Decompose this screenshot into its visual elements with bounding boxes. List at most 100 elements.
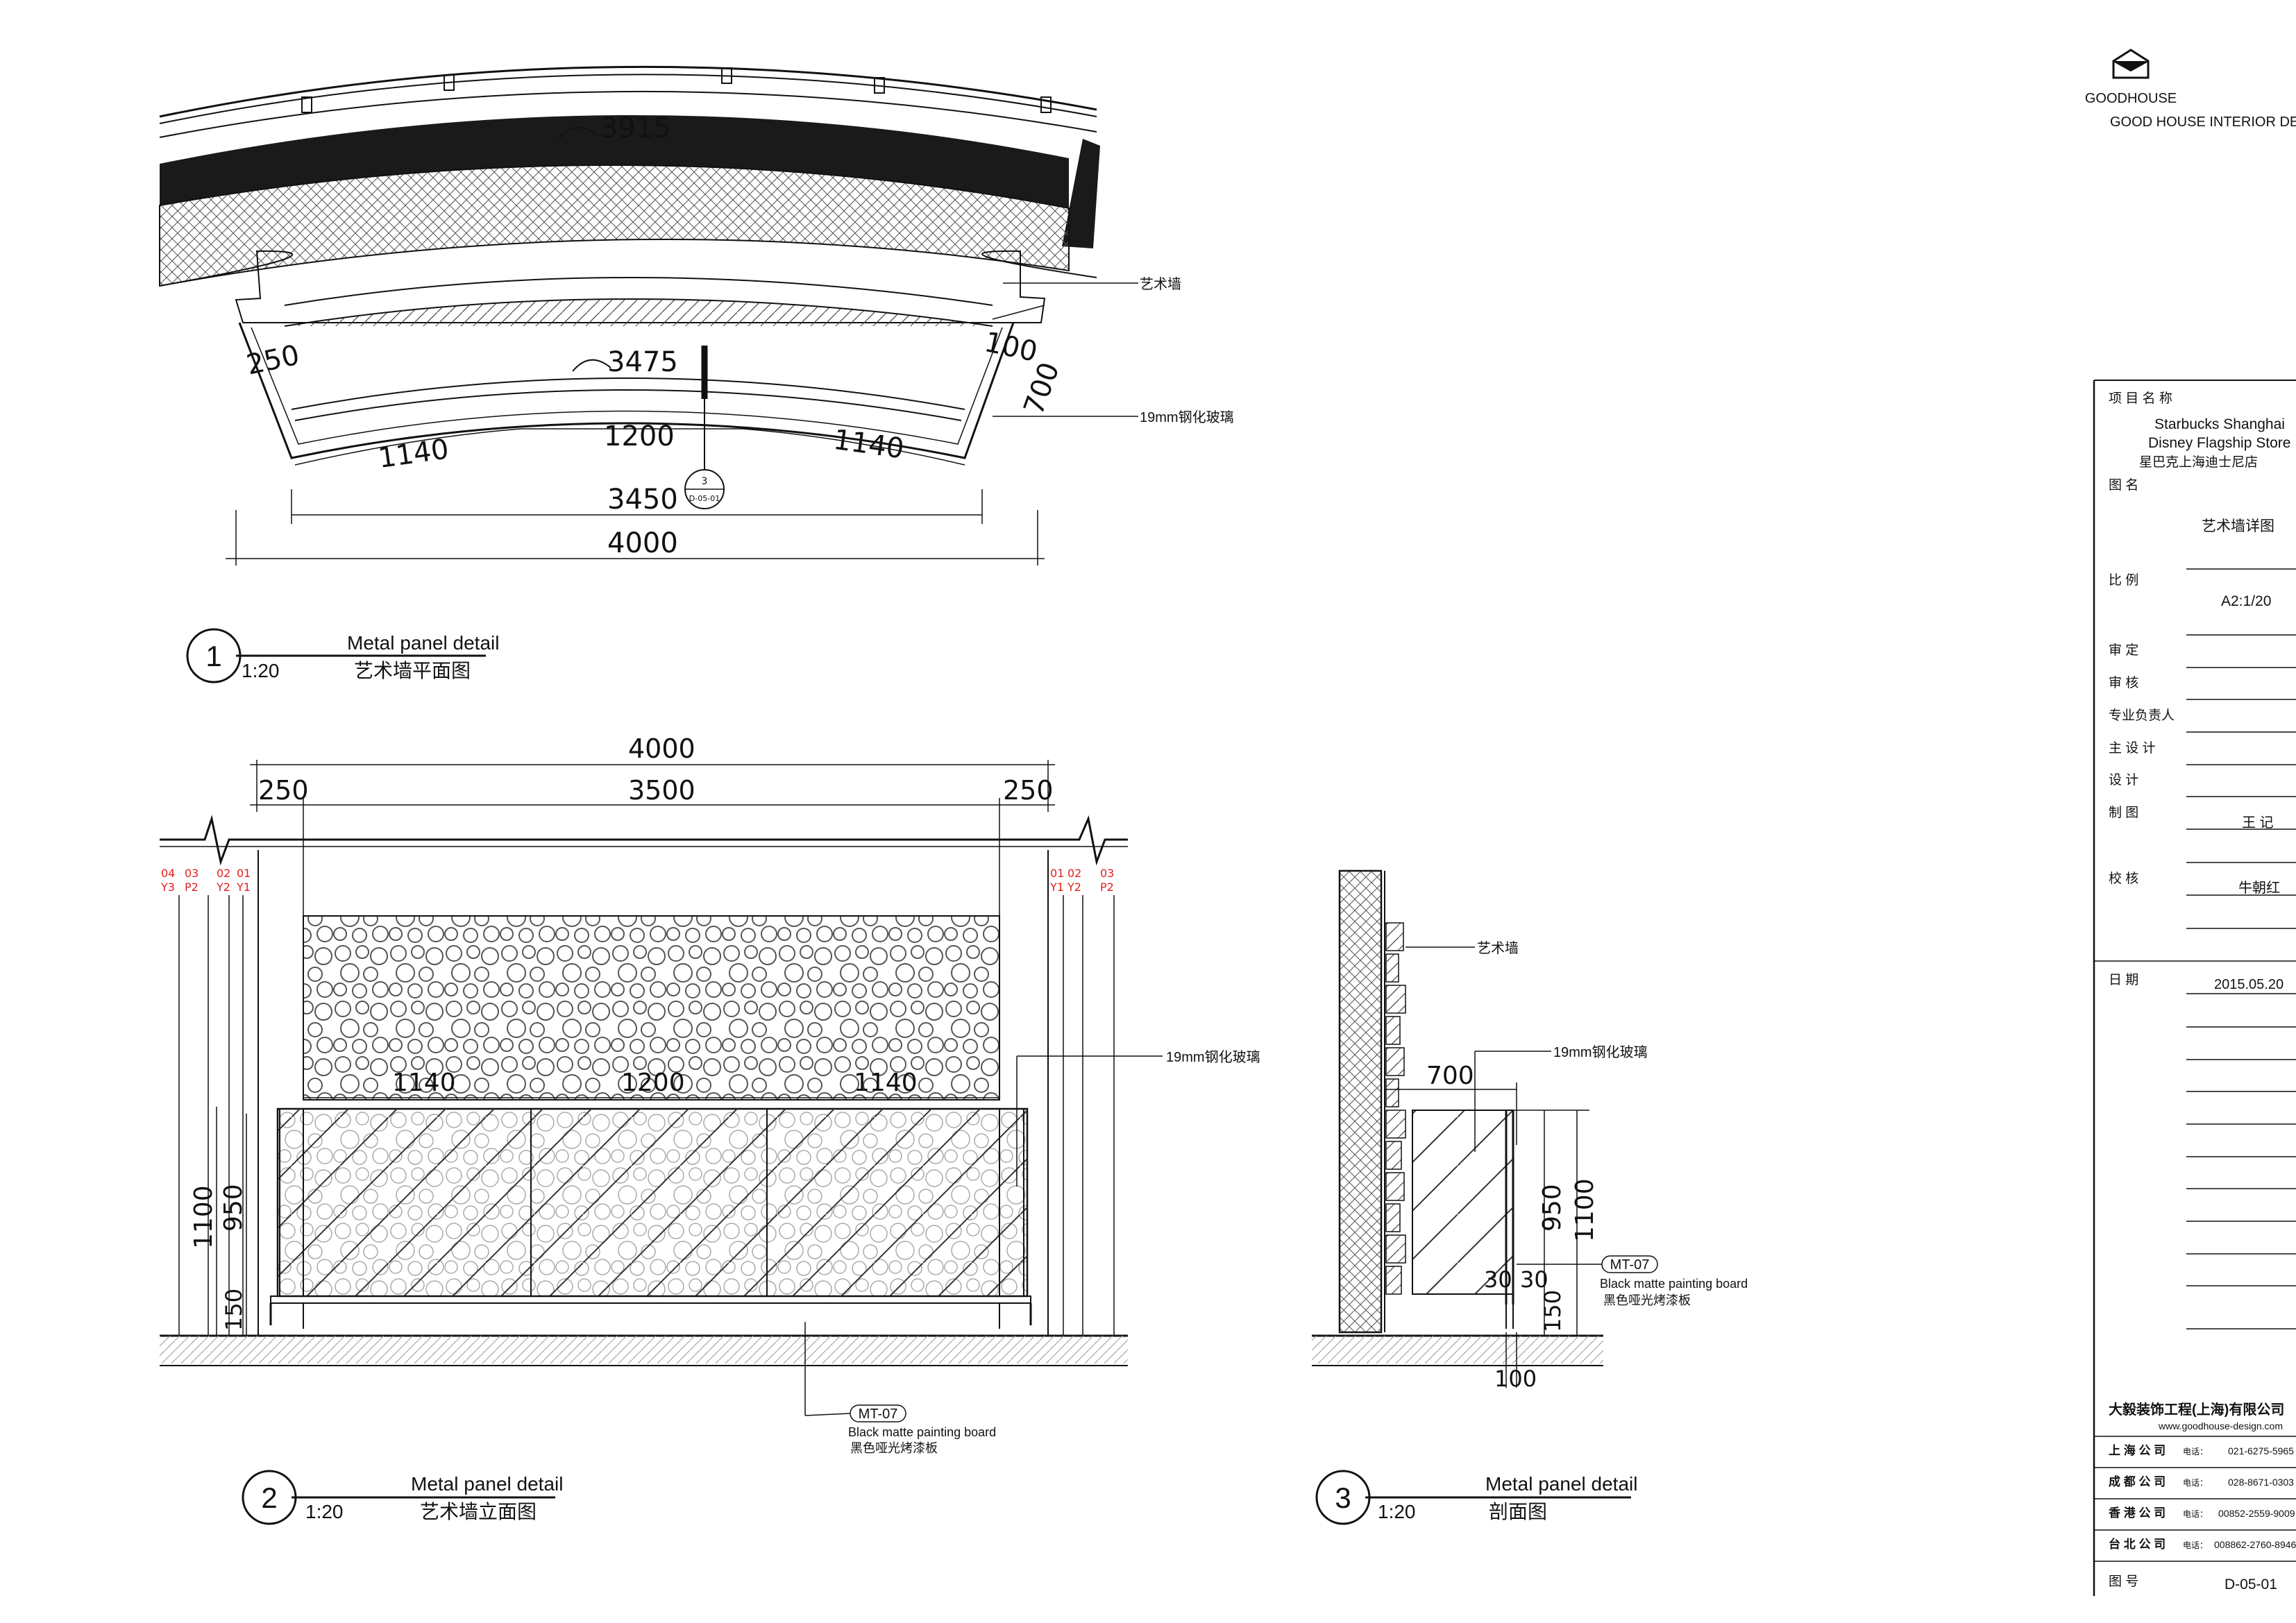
- section-art-panel-steps: [1385, 922, 1406, 1295]
- tb-project-en-1: Starbucks Shanghai: [2154, 416, 2285, 432]
- title-2-en: Metal panel detail: [411, 1473, 563, 1495]
- elev-code-l-y2: Y2: [216, 881, 230, 894]
- tb-check-value: 牛朝红: [2238, 880, 2280, 896]
- tb-check-label: 校 核: [2109, 871, 2138, 886]
- logo-caption: GOOD HOUSE INTERIOR DESIGN: [2110, 114, 2296, 130]
- elev-code-l-y1: Y1: [236, 881, 251, 894]
- title-2-cn: 艺术墙立面图: [420, 1501, 537, 1522]
- plan-radius-inner: 3475: [607, 346, 678, 378]
- elev-art-panel: [303, 915, 1000, 1101]
- tb-project-label: 项 目 名 称: [2109, 391, 2172, 406]
- plan-leader-art-wall: 艺术墙: [1140, 276, 1181, 292]
- tb-office-3-phone-label: 电话：: [2183, 1509, 2208, 1519]
- tb-office-2-phone-label: 电话：: [2183, 1478, 2208, 1488]
- plan-radius-outer: 3915: [600, 112, 671, 144]
- elev-code-l-04: 04: [161, 867, 175, 880]
- plan-dim-side-right: 100: [981, 326, 1040, 368]
- plan-dim-seg-mid: 1200: [604, 420, 675, 452]
- tb-project-cn: 星巴克上海迪士尼店: [2139, 454, 2258, 470]
- drawing-title-1: 1 1:20 Metal panel detail 艺术墙平面图: [186, 628, 499, 683]
- section-marker-number: 3: [702, 476, 708, 487]
- elev-code-l-01: 01: [237, 867, 251, 880]
- tb-lead-label: 专业负责人: [2109, 708, 2175, 723]
- elev-dim-base: 150: [221, 1289, 247, 1331]
- tb-company: 大毅装饰工程(上海)有限公司: [2109, 1401, 2284, 1418]
- elev-tag-cn: 黑色哑光烤漆板: [850, 1441, 938, 1455]
- tb-design-label: 设 计: [2109, 772, 2138, 788]
- tb-review-label: 审 核: [2109, 675, 2138, 690]
- plan-view: 3 D-05-01 3915 3475 250 100 700 1140 120…: [159, 65, 1234, 566]
- elev-dim-height-inner: 950: [219, 1184, 248, 1232]
- title-1-scale: 1:20: [242, 660, 280, 681]
- elev-code-l-y3: Y3: [160, 881, 175, 894]
- tb-office-3-name: 香 港 公 司: [2109, 1506, 2166, 1520]
- elev-dim-seg-left: 1140: [392, 1069, 456, 1097]
- drawing-title-2: 2 1:20 Metal panel detail 艺术墙立面图: [242, 1470, 563, 1525]
- tb-chief-label: 主 设 计: [2109, 740, 2156, 756]
- section-dim-gap-a: 30: [1484, 1266, 1512, 1293]
- title-1-en: Metal panel detail: [347, 632, 499, 654]
- elev-code-r-02: 02: [1067, 867, 1081, 880]
- tb-draw-value: 王 记: [2242, 815, 2274, 831]
- elev-code-l-03: 03: [185, 867, 199, 880]
- elev-code-r-p2: P2: [1100, 881, 1114, 894]
- tb-drawing-label: 图 名: [2109, 477, 2138, 493]
- tb-office-1-phone: 021-6275-5965: [2228, 1445, 2294, 1456]
- section-leader-art-wall: 艺术墙: [1477, 940, 1519, 956]
- elevation-view: 4000 250 3500 250 04 03 02 01 Y3 P2 Y2 Y…: [160, 733, 1260, 1455]
- elev-dim-height-outer: 1100: [189, 1185, 218, 1249]
- tb-project-en-2: Disney Flagship Store: [2148, 435, 2290, 451]
- elev-dim-right: 250: [1003, 775, 1054, 806]
- tb-office-4-phone: 008862-2760-8946: [2214, 1539, 2296, 1550]
- plan-dim-total: 4000: [607, 527, 678, 559]
- title-1-number: 1: [205, 640, 221, 672]
- elev-code-l-02: 02: [217, 867, 230, 880]
- elev-code-r-y2: Y2: [1067, 881, 1081, 894]
- elev-dim-mid: 3500: [628, 775, 695, 806]
- section-dim-depth: 700: [1426, 1062, 1474, 1090]
- logo-brand-text: GOODHOUSE: [2085, 91, 2177, 106]
- title-block: 项 目 名 称 Starbucks Shanghai Disney Flagsh…: [2093, 380, 2296, 1596]
- elev-tag: MT-07: [859, 1407, 898, 1422]
- section-tag-box: [1601, 1255, 1658, 1273]
- section-tag-cn: 黑色哑光烤漆板: [1603, 1293, 1691, 1307]
- title-1-cn: 艺术墙平面图: [354, 660, 471, 681]
- tb-office-2-phone: 028-8671-0303: [2228, 1477, 2294, 1488]
- title-3-number: 3: [1335, 1481, 1351, 1514]
- section-leader-glass: 19mm钢化玻璃: [1553, 1044, 1648, 1060]
- elev-dim-seg-mid: 1200: [621, 1069, 685, 1097]
- company-logo: GOODHOUSE GOOD HOUSE INTERIOR DESIGN: [2085, 49, 2296, 130]
- tb-approve-label: 审 定: [2109, 643, 2138, 658]
- elev-tag-en: Black matte painting board: [848, 1425, 996, 1439]
- tb-website: www.goodhouse-design.com: [2158, 1420, 2283, 1431]
- section-dim-height-inner: 950: [1538, 1184, 1567, 1232]
- title-3-en: Metal panel detail: [1485, 1473, 1637, 1495]
- section-dim-bottom: 100: [1494, 1366, 1537, 1392]
- tb-office-3-phone: 00852-2559-9009: [2218, 1508, 2295, 1519]
- section-dim-base: 150: [1539, 1290, 1566, 1332]
- elev-code-r-y1: Y1: [1049, 881, 1064, 894]
- drawing-title-3: 3 1:20 Metal panel detail 剖面图: [1315, 1470, 1637, 1525]
- elev-code-l-p2: P2: [185, 881, 199, 894]
- elev-dim-total: 4000: [628, 733, 695, 764]
- title-3-cn: 剖面图: [1489, 1501, 1547, 1522]
- tb-office-2-name: 成 都 公 司: [2109, 1475, 2166, 1488]
- plan-dim-inner-total: 3450: [607, 484, 678, 516]
- plan-dim-seg-right: 1140: [832, 424, 906, 466]
- tb-office-4-name: 台 北 公 司: [2109, 1537, 2166, 1551]
- tb-date-value: 2015.05.20: [2214, 977, 2284, 992]
- section-view: 700 950 1100 150 30 30 100 艺术墙 19mm钢化玻璃 …: [1312, 869, 1748, 1392]
- tb-scale-label: 比 例: [2109, 572, 2138, 588]
- elev-dim-seg-right: 1140: [854, 1069, 918, 1097]
- tb-office-1-phone-label: 电话：: [2183, 1447, 2208, 1456]
- title-3-scale: 1:20: [1378, 1501, 1416, 1522]
- tb-drawing-name: 艺术墙详图: [2202, 518, 2274, 534]
- tb-office-4-phone-label: 电话：: [2183, 1540, 2208, 1550]
- elev-dim-left: 250: [258, 775, 309, 806]
- plan-leader-glass: 19mm钢化玻璃: [1140, 409, 1234, 425]
- tb-number-label: 图 号: [2109, 1574, 2138, 1589]
- tb-scale-value: A2:1/20: [2221, 593, 2271, 609]
- section-tag-en: Black matte painting board: [1600, 1277, 1748, 1291]
- section-dim-height-outer: 1100: [1571, 1178, 1599, 1242]
- tb-draw-label: 制 图: [2109, 805, 2138, 820]
